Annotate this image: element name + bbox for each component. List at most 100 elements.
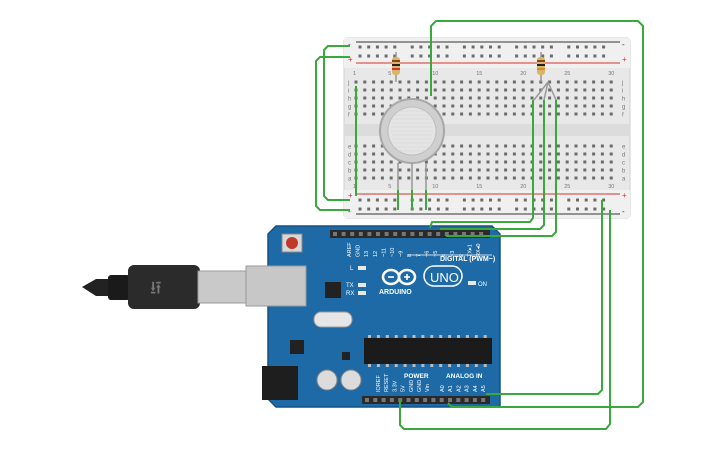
rail-hole[interactable] [471,207,475,211]
rail-hole[interactable] [532,54,536,58]
wire-right-rail-to-a0[interactable] [486,200,603,395]
breadboard-hole[interactable] [504,144,508,148]
rail-hole[interactable] [515,54,519,58]
breadboard-hole[interactable] [592,96,596,100]
breadboard-hole[interactable] [583,176,587,180]
breadboard-hole[interactable] [504,152,508,156]
breadboard-hole[interactable] [442,176,446,180]
breadboard-hole[interactable] [363,168,367,172]
breadboard-hole[interactable] [398,96,402,100]
breadboard-hole[interactable] [609,144,613,148]
breadboard-hole[interactable] [574,88,578,92]
breadboard-hole[interactable] [468,88,472,92]
breadboard-hole[interactable] [504,80,508,84]
breadboard-hole[interactable] [451,176,455,180]
breadboard-hole[interactable] [600,168,604,172]
rail-hole[interactable] [393,54,397,58]
rail-hole[interactable] [549,45,553,49]
breadboard-hole[interactable] [363,176,367,180]
breadboard-hole[interactable] [442,144,446,148]
breadboard-hole[interactable] [504,104,508,108]
breadboard-hole[interactable] [460,96,464,100]
rail-hole[interactable] [523,198,527,202]
header-hole[interactable] [470,232,475,236]
breadboard-hole[interactable] [583,168,587,172]
breadboard-hole[interactable] [583,160,587,164]
rail-hole[interactable] [515,45,519,49]
breadboard-hole[interactable] [389,96,393,100]
header-hole[interactable] [419,232,423,236]
breadboard-hole[interactable] [521,176,525,180]
breadboard-hole[interactable] [548,168,552,172]
breadboard-hole[interactable] [433,160,437,164]
breadboard-hole[interactable] [372,88,376,92]
rail-hole[interactable] [358,45,362,49]
rail-hole[interactable] [358,198,362,202]
breadboard-hole[interactable] [363,96,367,100]
wire-top-loop-to-analog[interactable] [430,20,644,408]
breadboard-hole[interactable] [556,88,560,92]
header-hole[interactable] [406,398,411,402]
breadboard-hole[interactable] [451,152,455,156]
rail-hole[interactable] [489,207,492,211]
rail-hole[interactable] [428,198,432,202]
breadboard-hole[interactable] [539,112,543,116]
rail-hole[interactable] [593,45,597,49]
rail-hole[interactable] [567,198,571,202]
rail-hole[interactable] [567,45,571,49]
breadboard-hole[interactable] [424,96,428,100]
led-leads[interactable] [533,81,557,101]
rail-hole[interactable] [462,207,466,211]
breadboard-hole[interactable] [521,160,525,164]
breadboard-hole[interactable] [583,104,587,108]
breadboard-hole[interactable] [609,168,613,172]
breadboard-hole[interactable] [592,144,596,148]
rail-hole[interactable] [480,207,484,211]
breadboard-hole[interactable] [574,168,578,172]
breadboard-hole[interactable] [363,104,367,108]
header-hole[interactable] [381,398,386,402]
rail-hole[interactable] [497,45,501,49]
breadboard-hole[interactable] [398,88,402,92]
breadboard-hole[interactable] [433,88,437,92]
breadboard-hole[interactable] [442,96,446,100]
breadboard-hole[interactable] [512,88,516,92]
breadboard-hole[interactable] [477,104,481,108]
breadboard-hole[interactable] [380,96,384,100]
breadboard-hole[interactable] [372,168,376,172]
breadboard-hole[interactable] [565,160,569,164]
header-hole[interactable] [393,232,398,236]
breadboard-hole[interactable] [556,80,560,84]
breadboard-hole[interactable] [495,176,499,180]
breadboard-hole[interactable] [574,176,578,180]
rail-hole[interactable] [367,198,371,202]
rail-hole[interactable] [549,198,553,202]
rail-hole[interactable] [593,207,597,211]
rail-hole[interactable] [576,207,579,211]
rail-hole[interactable] [436,54,440,58]
breadboard-hole[interactable] [521,80,525,84]
breadboard-hole[interactable] [565,176,569,180]
header-hole[interactable] [341,232,346,236]
reset-button[interactable] [286,237,298,249]
breadboard-hole[interactable] [468,168,472,172]
breadboard-hole[interactable] [433,176,437,180]
breadboard-hole[interactable] [556,104,560,108]
breadboard-hole[interactable] [512,104,516,108]
breadboard-hole[interactable] [477,88,481,92]
breadboard-hole[interactable] [539,96,543,100]
header-hole[interactable] [410,232,415,236]
rail-hole[interactable] [384,198,388,202]
breadboard-hole[interactable] [477,152,481,156]
rail-hole[interactable] [602,54,606,58]
wire-led-to-d4[interactable] [440,100,545,230]
breadboard-hole[interactable] [512,80,516,84]
breadboard-hole[interactable] [609,160,613,164]
breadboard-hole[interactable] [504,96,508,100]
breadboard-hole[interactable] [486,88,490,92]
header-hole[interactable] [367,232,372,236]
rail-hole[interactable] [375,198,379,202]
breadboard-hole[interactable] [512,112,516,116]
breadboard-hole[interactable] [600,144,604,148]
